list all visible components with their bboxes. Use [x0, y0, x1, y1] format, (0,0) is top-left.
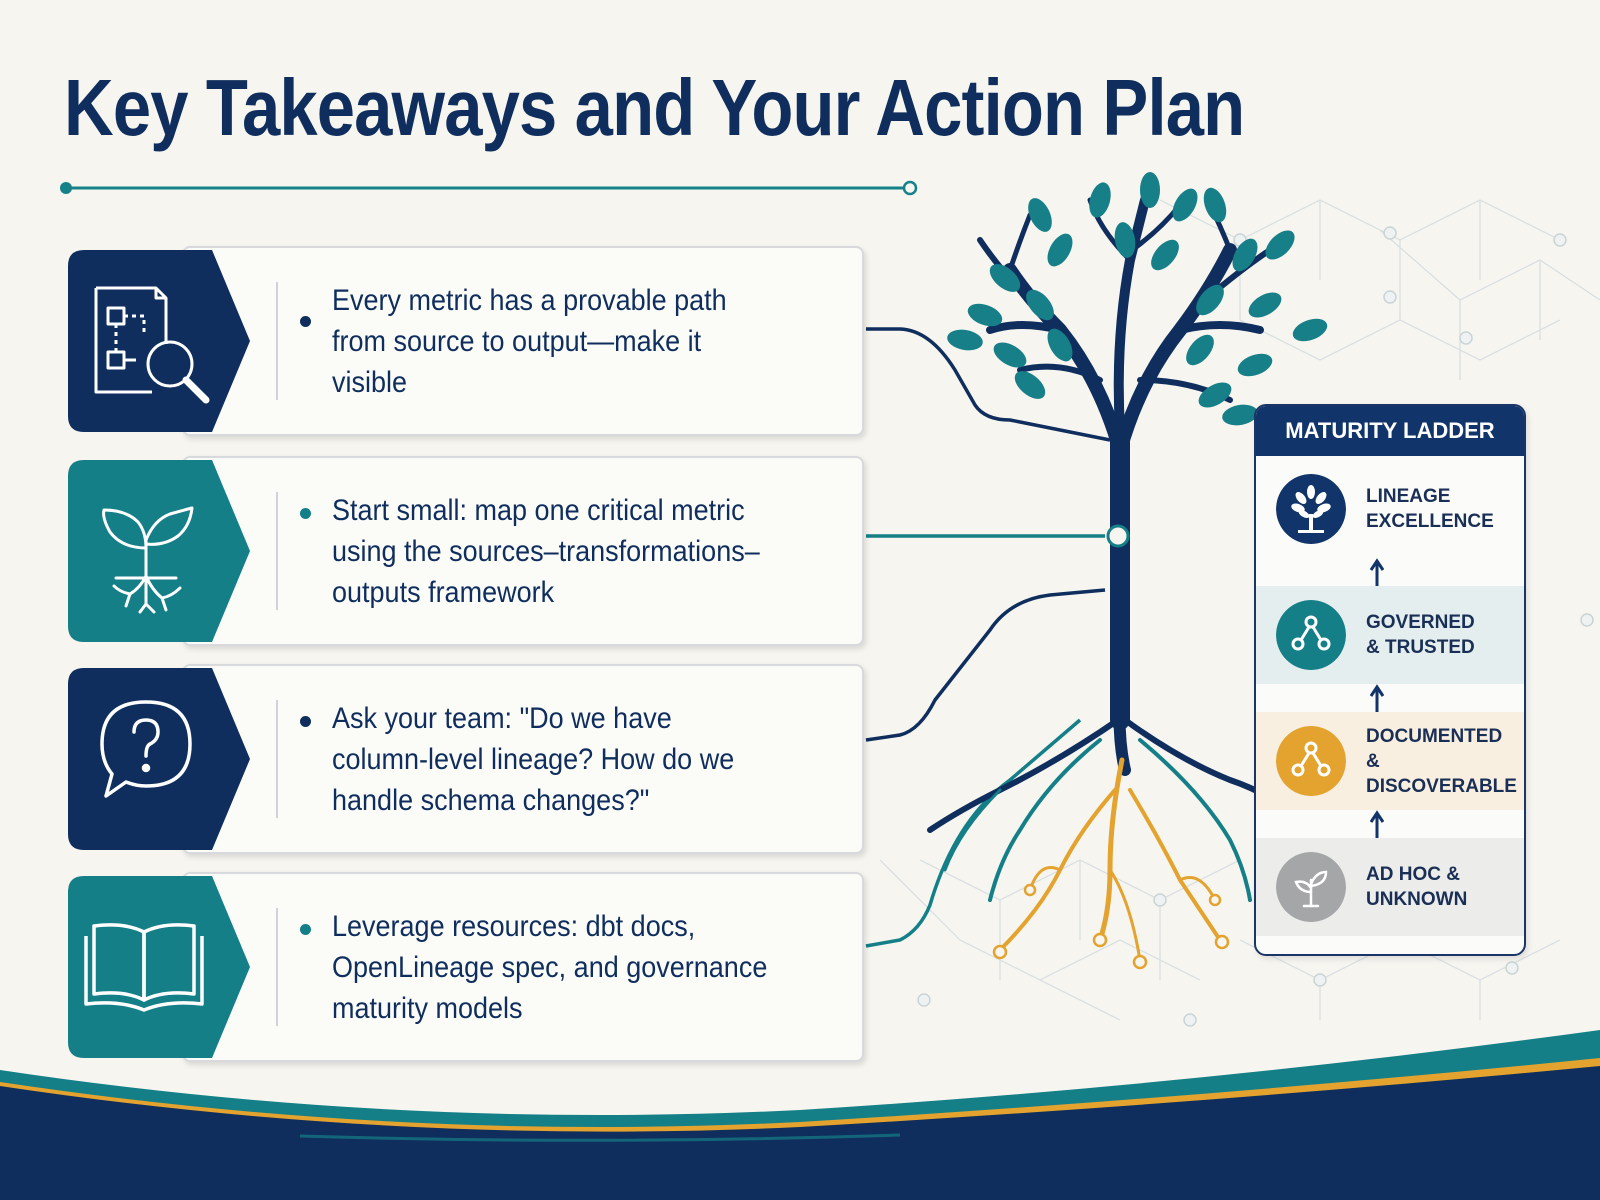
question-bubble-icon [100, 700, 192, 798]
card-panel [182, 456, 864, 646]
level-label: DOCUMENTED & DISCOVERABLE [1366, 725, 1517, 797]
takeaway-text: Leverage resources: dbt docs, OpenLineag… [332, 909, 768, 1025]
level-label: AD HOC & UNKNOWN [1366, 864, 1468, 910]
open-book-icon [84, 923, 204, 1012]
takeaway-card-4: Leverage resources: dbt docs, OpenLineag… [64, 872, 864, 1062]
bullet-dot [300, 924, 311, 935]
page-title: Key Takeaways and Your Action Plan [64, 63, 1245, 152]
ladder-level-ad-hoc-unknown: AD HOC & UNKNOWN [1256, 838, 1524, 936]
ladder-level-lineage-excellence: LINEAGE EXCELLENCE [1256, 460, 1524, 558]
card-panel [182, 872, 864, 1062]
connector-line-4 [865, 718, 1082, 948]
ladder-level-governed-trusted: GOVERNED & TRUSTED [1256, 586, 1524, 684]
takeaway-card-3: Ask your team: "Do we have column-level … [64, 664, 864, 854]
bottom-wave-decoration [0, 1030, 1600, 1200]
connector-line-3 [865, 588, 1106, 742]
card-hex-badge [68, 876, 250, 1058]
takeaway-text: Start small: map one critical metric usi… [332, 493, 760, 609]
card-panel [182, 246, 864, 436]
tree-icon [1276, 474, 1346, 544]
seedling-icon [1276, 852, 1346, 922]
card-hex-badge [68, 668, 250, 850]
bullet-dot [300, 716, 311, 727]
card-divider [276, 700, 278, 818]
takeaway-text: Ask your team: "Do we have column-level … [332, 701, 735, 817]
network-nodes-icon [1276, 600, 1346, 670]
title-underline [60, 180, 918, 196]
card-hex-badge [68, 250, 250, 432]
maturity-ladder-panel: MATURITY LADDER LINEAGE EXCELLENCE [1254, 404, 1526, 956]
card-divider [276, 908, 278, 1026]
card-hex-badge [68, 460, 250, 642]
level-label: LINEAGE EXCELLENCE [1366, 486, 1494, 532]
card-divider [276, 492, 278, 610]
maturity-ladder-title: MATURITY LADDER [1256, 406, 1524, 456]
connector-line-1 [866, 327, 1111, 442]
card-divider [276, 282, 278, 400]
takeaway-card-1: Every metric has a provable path from so… [64, 246, 864, 436]
network-nodes-icon [1276, 726, 1346, 796]
bullet-dot [300, 316, 311, 327]
takeaway-text: Every metric has a provable path from so… [332, 283, 727, 399]
flowchart-magnifier-icon [94, 286, 210, 404]
level-label: GOVERNED & TRUSTED [1366, 612, 1475, 658]
bullet-dot [300, 508, 311, 519]
ladder-level-documented-discoverable: DOCUMENTED & DISCOVERABLE [1256, 712, 1524, 810]
sprout-roots-icon [102, 506, 194, 614]
takeaway-card-2: Start small: map one critical metric usi… [64, 456, 864, 646]
